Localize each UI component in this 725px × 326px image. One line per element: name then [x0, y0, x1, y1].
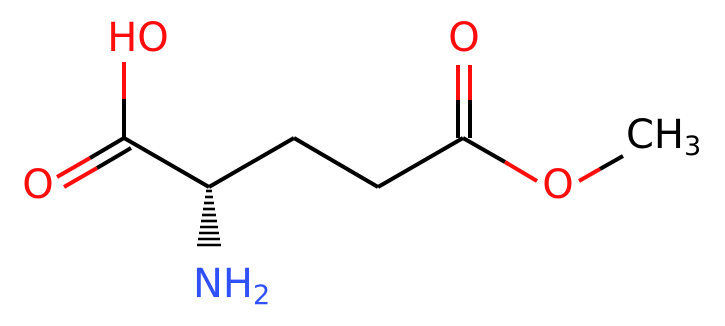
bond-c1-carbonyl-double [56, 136, 133, 189]
stereo-hashed-wedge [197, 189, 221, 247]
bond-c2-c3 [208, 136, 295, 189]
amine-subscript: 2 [253, 280, 270, 311]
bond-ester-o-methyl [578, 154, 624, 183]
bond-c4-c5 [377, 136, 464, 189]
amine-label: NH2 [193, 261, 270, 311]
ester-carbonyl-oxygen-label: O [448, 15, 479, 61]
carbon-skeleton [123, 136, 464, 189]
bond-c5-ester-o [462, 136, 539, 183]
bond-c1-c2 [123, 136, 210, 189]
methyl-subscript: 3 [684, 131, 701, 162]
amine-main: NH [193, 261, 253, 307]
carboxyl-oxygen-label: O [22, 162, 53, 208]
hydroxyl-label: HO [107, 15, 169, 61]
bond-c5-carbonyl-double [456, 65, 472, 138]
bond-c3-c4 [292, 136, 380, 189]
methyl-label: CH3 [626, 112, 701, 162]
methyl-main: CH [626, 112, 684, 158]
ester-oxygen-label: O [542, 162, 573, 208]
